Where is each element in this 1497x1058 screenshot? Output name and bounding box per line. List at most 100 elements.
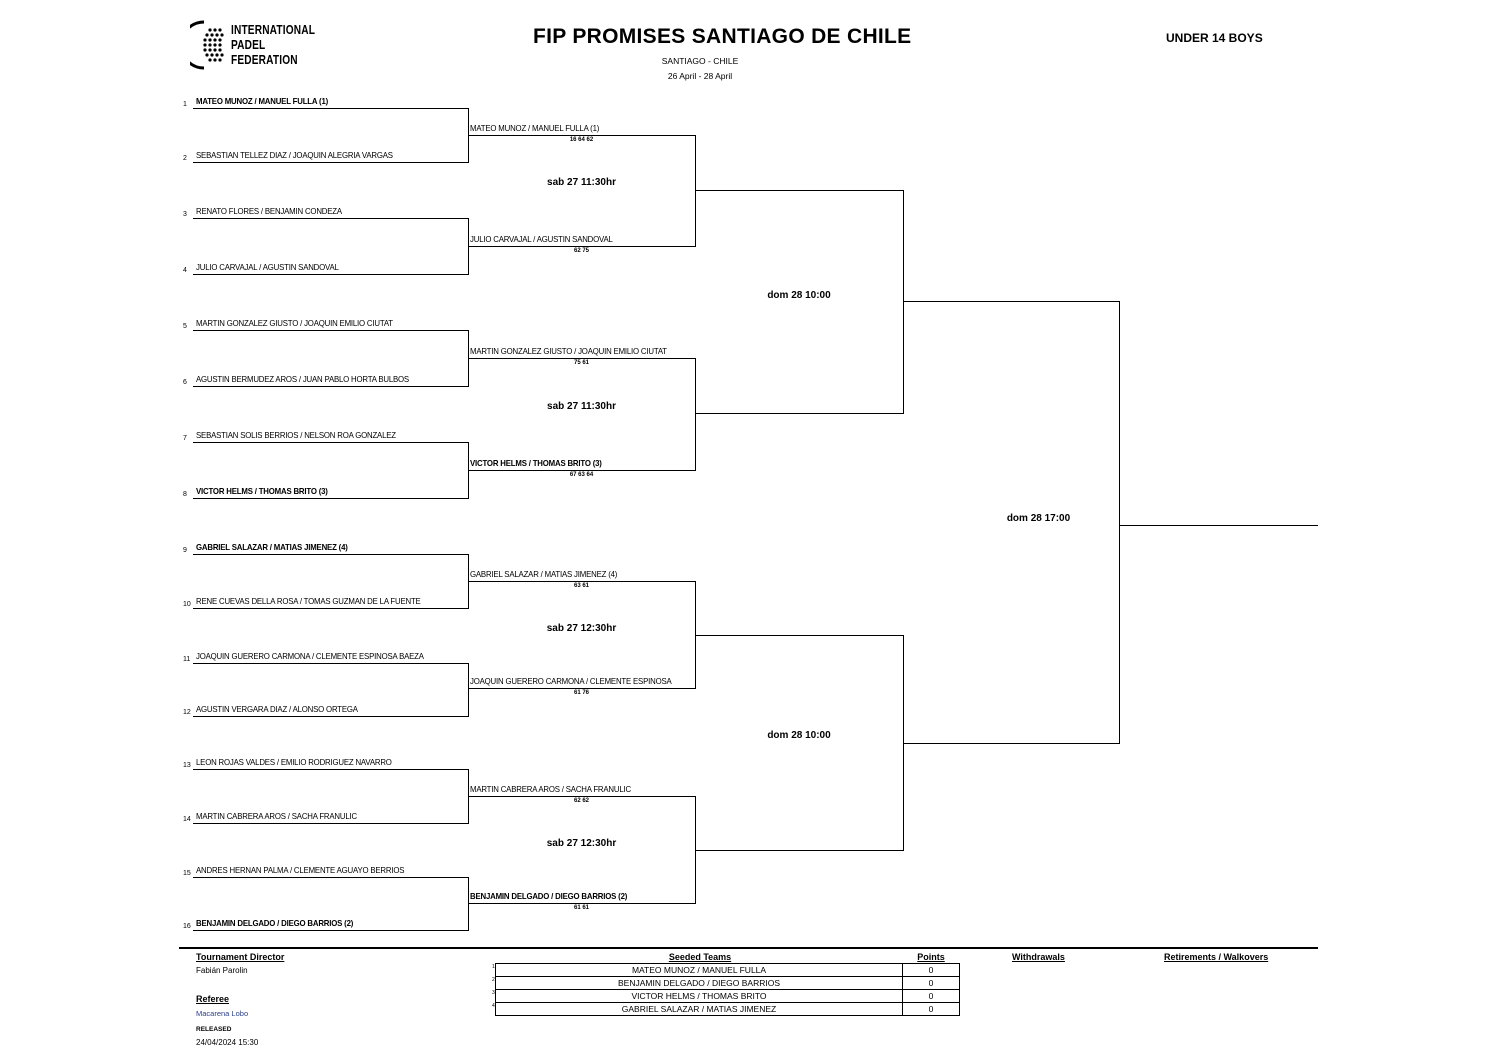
seed-number: 10 — [183, 601, 191, 608]
r2-line — [468, 246, 695, 247]
seed-row-points: 0 — [902, 989, 960, 1003]
r1-line — [193, 162, 468, 163]
r1-line — [193, 663, 468, 664]
seed-row-number: 2 — [492, 976, 495, 983]
r2-score: 61 61 — [573, 905, 589, 911]
r1-line — [193, 554, 468, 555]
r2-team: BENJAMIN DELGADO / DIEGO BARRIOS (2) — [470, 891, 628, 901]
seeded-teams-label: Seeded Teams — [668, 952, 732, 962]
r1-line — [193, 274, 468, 275]
r1-team: ANDRES HERNAN PALMA / CLEMENTE AGUAYO BE… — [196, 865, 405, 875]
r2-score: 61 76 — [573, 690, 589, 696]
r1-team: JOAQUIN GUERERO CARMONA / CLEMENTE ESPIN… — [196, 651, 424, 661]
released-label: RELEASED — [196, 1026, 232, 1033]
fip-logo-icon — [190, 20, 224, 70]
seed-number: 8 — [183, 491, 187, 498]
seed-row-number: 3 — [492, 989, 495, 996]
r2-line — [468, 903, 695, 904]
r2-team: JOAQUIN GUERERO CARMONA / CLEMENTE ESPIN… — [470, 676, 672, 686]
sf-match-time: dom 28 10:00 — [767, 290, 831, 301]
r1-line — [193, 608, 468, 609]
seed-number: 12 — [183, 709, 191, 716]
r2-team: MARTIN CABRERA AROS / SACHA FRANULIC — [470, 784, 631, 794]
seed-number: 16 — [183, 923, 191, 930]
r1-connector — [468, 663, 469, 717]
r2-team: GABRIEL SALAZAR / MATIAS JIMENEZ (4) — [470, 569, 618, 579]
qf-match-time: sab 27 12:30hr — [546, 838, 617, 849]
director-name: Fabián Parolin — [196, 966, 248, 975]
r1-team: VICTOR HELMS / THOMAS BRITO (3) — [196, 486, 328, 496]
r2-score: 62 75 — [573, 248, 589, 254]
qf-match-time: sab 27 12:30hr — [546, 623, 617, 634]
r1-line — [193, 769, 468, 770]
seed-row-number: 4 — [492, 1002, 495, 1009]
r4-line — [903, 301, 1119, 302]
r2-line — [468, 796, 695, 797]
seed-row-points: 0 — [902, 976, 960, 990]
r1-line — [193, 716, 468, 717]
retirements-label: Retirements / Walkovers — [1164, 952, 1269, 962]
referee-name: Macarena Lobo — [196, 1009, 249, 1018]
footer-divider — [179, 947, 1318, 949]
referee-label: Referee — [196, 994, 230, 1004]
r1-line — [193, 930, 468, 931]
points-label: Points — [917, 952, 945, 962]
r1-team: AGUSTIN BERMUDEZ AROS / JUAN PABLO HORTA… — [196, 374, 409, 384]
category-label: UNDER 14 BOYS — [1166, 31, 1263, 45]
r2-score: 16 64 62 — [569, 137, 594, 143]
fip-logo-text: INTERNATIONAL PADEL FEDERATION — [231, 22, 316, 67]
r3-connector — [903, 190, 904, 414]
seed-number: 5 — [183, 323, 187, 330]
final-match-time: dom 28 17:00 — [1006, 513, 1071, 524]
seed-row-team: GABRIEL SALAZAR / MATIAS JIMENEZ — [495, 1002, 903, 1016]
r2-connector — [695, 358, 696, 471]
r1-team: RENE CUEVAS DELLA ROSA / TOMAS GUZMAN DE… — [196, 596, 421, 606]
seed-number: 6 — [183, 379, 187, 386]
seed-number: 3 — [183, 211, 187, 218]
seed-number: 14 — [183, 816, 191, 823]
r2-score: 67 63 64 — [569, 472, 594, 478]
qf-match-time: sab 27 11:30hr — [547, 177, 616, 188]
r1-team: RENATO FLORES / BENJAMIN CONDEZA — [196, 206, 342, 216]
r2-line — [468, 135, 695, 136]
r3-line — [695, 413, 903, 414]
r2-team: MATEO MUNOZ / MANUEL FULLA (1) — [470, 123, 600, 133]
seed-number: 11 — [183, 656, 191, 663]
released-date: 24/04/2024 15:30 — [196, 1038, 259, 1047]
r2-line — [468, 470, 695, 471]
qf-match-time: sab 27 11:30hr — [547, 401, 616, 412]
dates-label: 26 April - 28 April — [667, 71, 733, 81]
r1-line — [193, 218, 468, 219]
r2-score: 62 62 — [573, 798, 589, 804]
r1-team: MATEO MUNOZ / MANUEL FULLA (1) — [196, 96, 329, 106]
r2-score: 63 61 — [573, 583, 589, 589]
r1-team: LEON ROJAS VALDES / EMILIO RODRIGUEZ NAV… — [196, 757, 392, 767]
seed-row-team: VICTOR HELMS / THOMAS BRITO — [495, 989, 903, 1003]
r1-team: SEBASTIAN SOLIS BERRIOS / NELSON ROA GON… — [196, 430, 396, 440]
r2-line — [468, 358, 695, 359]
r1-line — [193, 823, 468, 824]
r1-line — [193, 442, 468, 443]
r4-connector — [1119, 301, 1120, 744]
r1-team: MARTIN CABRERA AROS / SACHA FRANULIC — [196, 811, 357, 821]
r1-team: JULIO CARVAJAL / AGUSTIN SANDOVAL — [196, 262, 339, 272]
location-label: SANTIAGO - CHILE — [661, 56, 739, 66]
r2-line — [468, 581, 695, 582]
r2-line — [468, 688, 695, 689]
r1-team: AGUSTIN VERGARA DIAZ / ALONSO ORTEGA — [196, 704, 358, 714]
r1-line — [193, 877, 468, 878]
r2-team: MARTIN GONZALEZ GIUSTO / JOAQUIN EMILIO … — [470, 346, 667, 356]
r1-team: SEBASTIAN TELLEZ DIAZ / JOAQUIN ALEGRIA … — [196, 150, 393, 160]
r3-line — [695, 190, 903, 191]
r3-line — [695, 850, 903, 851]
r1-line — [193, 108, 468, 109]
r4-line — [903, 743, 1119, 744]
r1-team: GABRIEL SALAZAR / MATIAS JIMENEZ (4) — [196, 542, 348, 552]
r1-team: MARTIN GONZALEZ GIUSTO / JOAQUIN EMILIO … — [196, 318, 393, 328]
director-label: Tournament Director — [196, 952, 285, 962]
r1-line — [193, 498, 468, 499]
r1-line — [193, 386, 468, 387]
